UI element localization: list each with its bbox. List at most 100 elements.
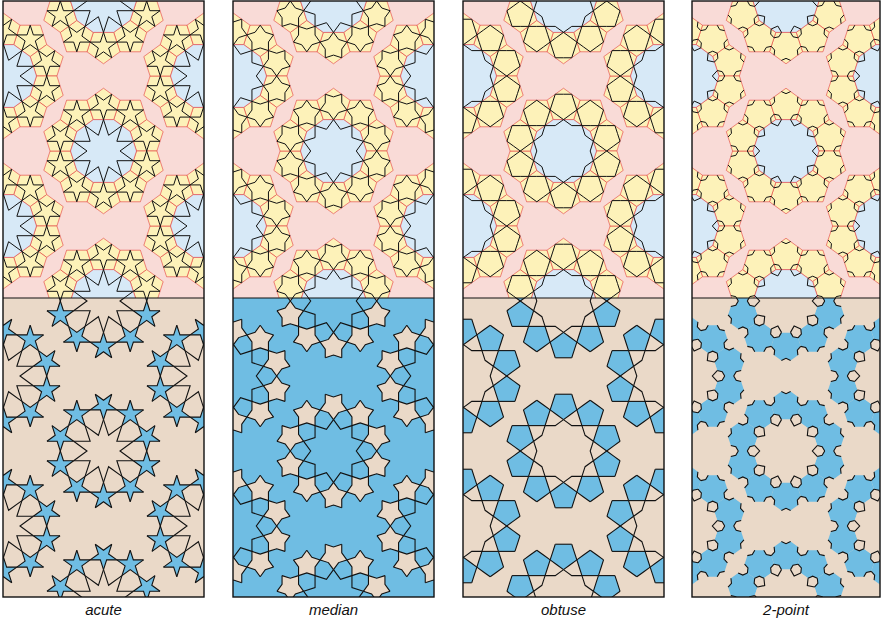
star-line — [185, 45, 203, 61]
star-line — [634, 366, 637, 385]
star-line — [482, 401, 499, 402]
star-fill — [63, 550, 90, 575]
star-line — [550, 110, 563, 120]
star-line — [464, 551, 482, 557]
star-line — [368, 426, 385, 429]
star-line — [247, 335, 252, 351]
star-line — [493, 376, 506, 386]
star-line — [472, 319, 477, 335]
star-line — [320, 492, 325, 508]
star-line — [268, 185, 273, 201]
star-line — [152, 311, 160, 327]
star-line — [545, 120, 563, 126]
star-line — [304, 11, 315, 27]
star-line — [368, 324, 385, 327]
star-fill — [277, 301, 304, 326]
star-line — [252, 351, 263, 367]
star-line — [299, 326, 316, 329]
star-line — [697, 121, 700, 130]
star-fill — [650, 407, 664, 432]
star-line — [95, 352, 112, 358]
star-line — [17, 401, 25, 417]
star-fill — [147, 526, 174, 551]
star-line — [572, 394, 577, 410]
star-line — [650, 169, 655, 185]
star-line — [20, 66, 33, 85]
star-line — [564, 326, 582, 332]
star-line — [515, 536, 520, 552]
star-line — [650, 485, 663, 495]
star-line — [342, 244, 347, 260]
star-fill — [117, 400, 144, 425]
star-line — [163, 417, 176, 427]
star-line — [377, 516, 390, 526]
star-line — [415, 195, 433, 205]
star-line — [252, 498, 269, 501]
star-line — [182, 35, 190, 51]
star-line — [564, 332, 577, 342]
star-line — [63, 550, 76, 560]
star-line — [290, 151, 303, 161]
star-line — [415, 101, 420, 117]
star-fill — [147, 351, 174, 376]
star-line — [550, 492, 555, 508]
star-line — [47, 141, 60, 151]
star-line — [117, 192, 130, 202]
star-line — [598, 560, 603, 576]
star-line — [163, 25, 176, 35]
star-line — [385, 11, 390, 27]
star-line — [234, 557, 247, 567]
star-line — [464, 257, 477, 267]
star-line — [507, 591, 520, 597]
star-line — [117, 26, 125, 42]
star-line — [404, 201, 415, 217]
star-line — [498, 50, 515, 51]
star-line — [415, 495, 433, 505]
star-line — [612, 500, 629, 501]
star-line — [169, 251, 186, 257]
star-line — [582, 326, 599, 327]
star-line — [363, 591, 376, 597]
star-line — [85, 120, 103, 136]
star-line — [190, 485, 203, 495]
star-line — [120, 298, 133, 311]
star-fill — [233, 345, 263, 408]
star-line — [33, 76, 46, 86]
star-line — [163, 335, 171, 351]
star-line — [263, 66, 276, 76]
star-line — [293, 110, 298, 126]
star-line — [598, 176, 615, 177]
star-line — [356, 591, 363, 597]
star-fill — [293, 550, 320, 575]
star-line — [233, 280, 242, 283]
star-line — [498, 551, 515, 552]
star-line — [60, 1, 73, 11]
star-line — [325, 205, 342, 208]
star-line — [507, 66, 520, 76]
star-line — [507, 76, 520, 86]
star-line — [234, 45, 252, 55]
star-line — [342, 94, 347, 110]
star-fill — [534, 298, 594, 332]
star-fill — [320, 544, 347, 569]
star-line — [463, 582, 472, 583]
star-line — [399, 348, 416, 351]
star-line — [256, 366, 263, 385]
star-line — [490, 66, 493, 85]
star-line — [623, 567, 636, 577]
star-line — [420, 567, 425, 583]
star-line — [263, 76, 276, 86]
star-fill — [593, 301, 620, 326]
star-line — [464, 557, 477, 567]
star-line — [195, 469, 204, 475]
star-line — [247, 417, 260, 427]
star-line — [356, 141, 363, 160]
star-line — [174, 516, 187, 535]
star-line — [117, 410, 125, 426]
star-line — [404, 51, 415, 67]
star-line — [534, 276, 545, 292]
star-line — [577, 550, 590, 560]
star-line — [163, 175, 176, 185]
star-line — [377, 501, 382, 517]
star-line — [529, 476, 546, 477]
